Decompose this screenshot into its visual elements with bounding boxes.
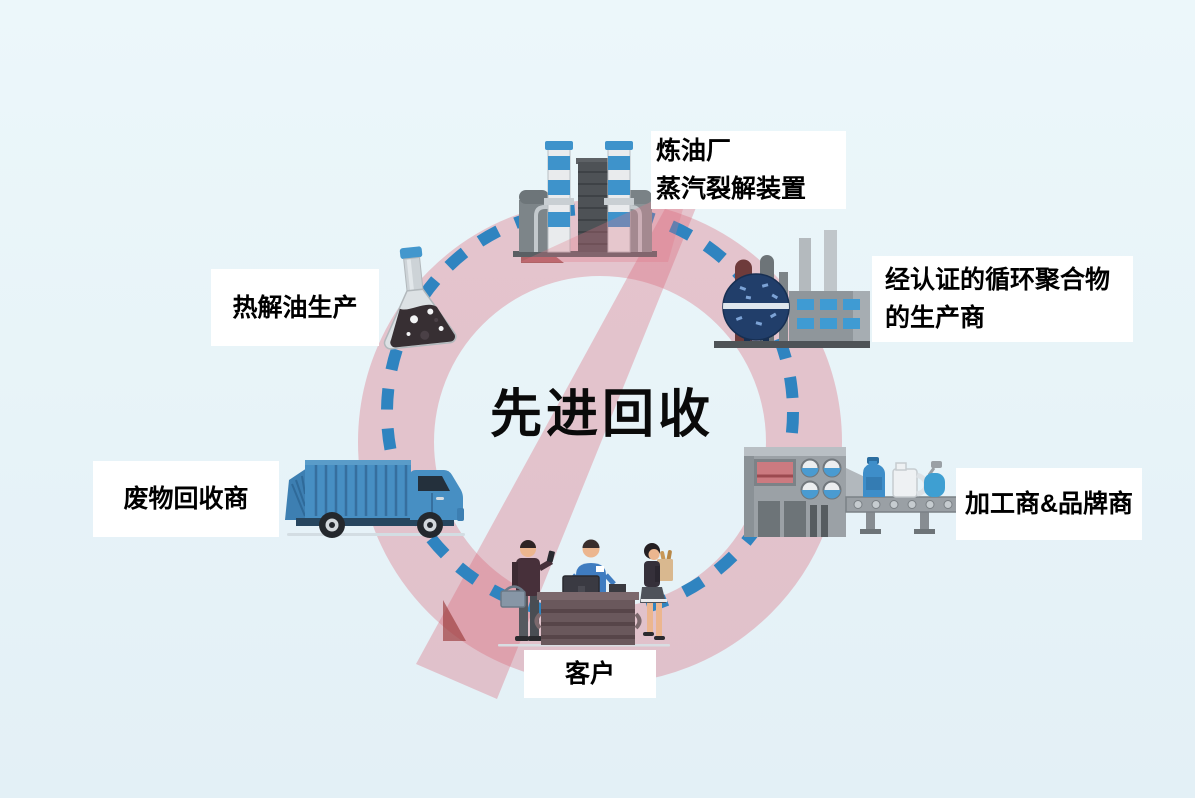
customer-woman (640, 543, 673, 640)
refinery-steam-cracker-icon (513, 141, 690, 262)
label-recycler-text: 废物回收商 (123, 485, 249, 513)
pyrolysis-flask-icon (383, 246, 457, 350)
processing-machine-conveyor-icon (744, 447, 959, 537)
label-customer-text: 客户 (564, 660, 615, 688)
customer-man (500, 540, 555, 641)
garbage-truck-icon (285, 460, 465, 538)
label-pyrolysis-text: 热解油生产 (232, 293, 358, 322)
label-pyrolysis-oil: 热解油生产 (211, 269, 379, 346)
watermark-overlay-wedge (520, 184, 690, 262)
label-processor-text: 加工商&品牌商 (964, 490, 1134, 518)
detergent-bottle (863, 457, 885, 497)
spray-bottle (924, 461, 945, 497)
label-refinery: 炼油厂 蒸汽裂解装置 (651, 131, 846, 209)
center-title: 先进回收 (489, 386, 714, 444)
label-waste-recycler: 废物回收商 (93, 461, 279, 537)
label-polymer-line2: 的生产商 (885, 304, 986, 332)
polymer-plant-icon (714, 230, 870, 348)
gauge-dials (800, 458, 842, 500)
white-jug (892, 462, 929, 498)
cycle-dashed-circle (381, 203, 799, 621)
label-customer: 客户 (524, 650, 656, 698)
label-refinery-line2: 蒸汽裂解装置 (656, 175, 807, 203)
label-refinery-line1: 炼油厂 (656, 137, 732, 165)
label-polymer-producer: 经认证的循环聚合物 的生产商 (872, 256, 1133, 342)
customers-checkout-icon (498, 539, 673, 647)
checkout-counter (534, 575, 642, 645)
watermark-red-accent-bottom (443, 600, 466, 641)
label-processor-brand: 加工商&品牌商 (956, 468, 1142, 540)
label-polymer-line1: 经认证的循环聚合物 (885, 266, 1111, 294)
